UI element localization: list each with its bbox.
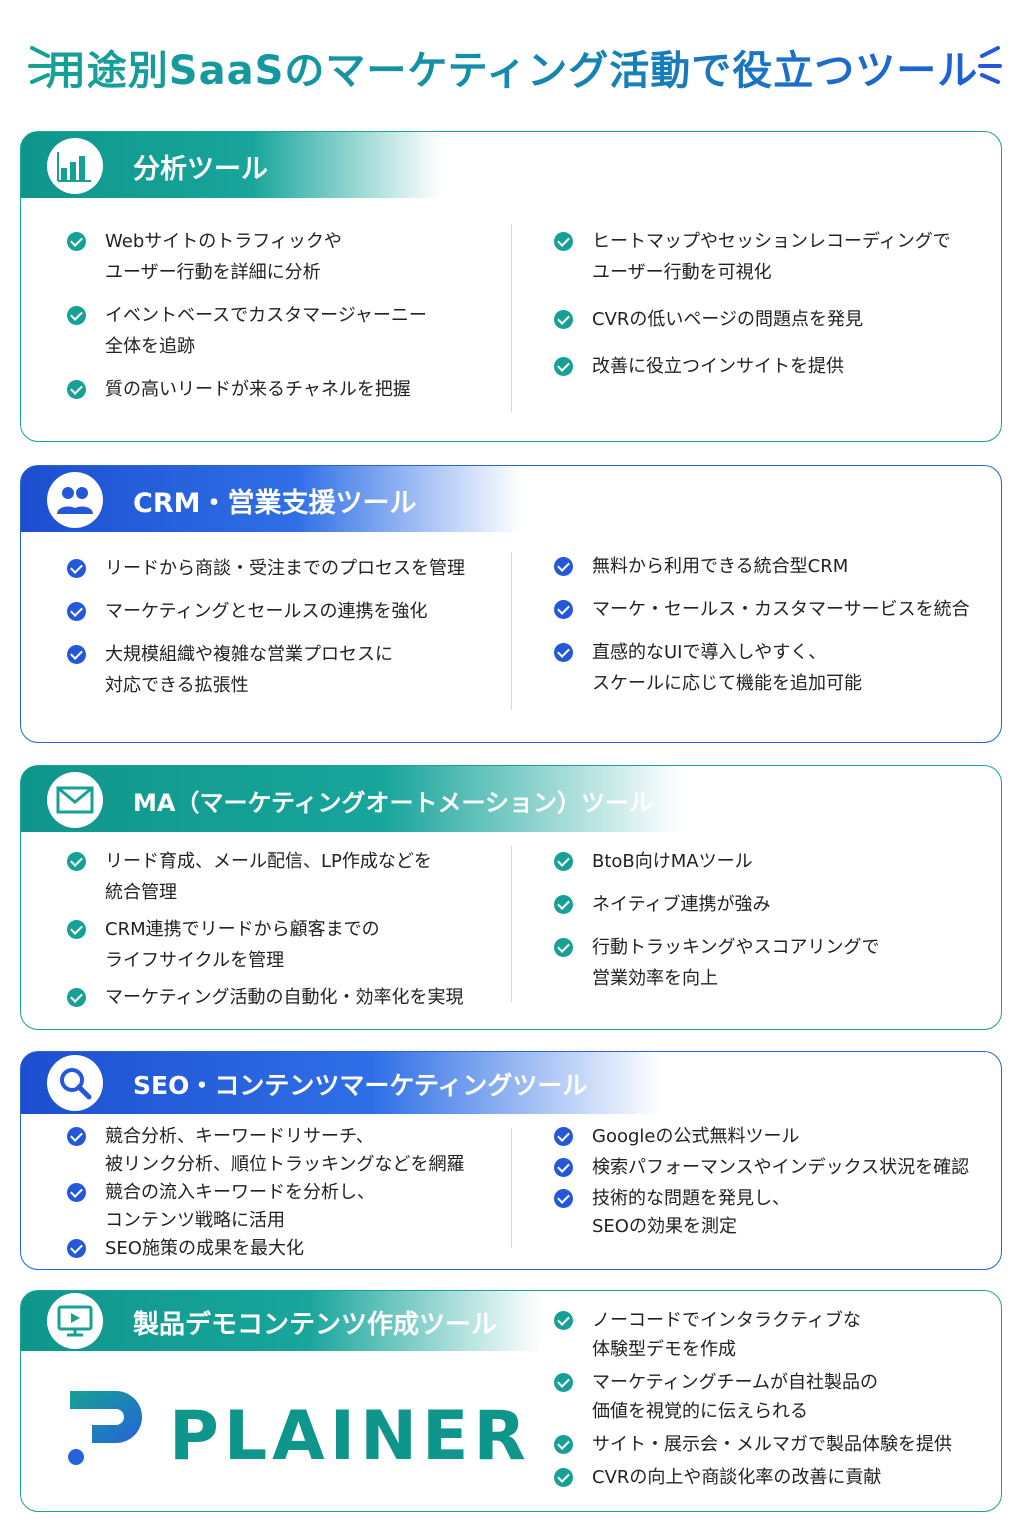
feature-list-left: リードから商談・受注までのプロセスを管理 マーケティングとセールスの連携を強化 … [67,553,507,701]
list-item: Googleの公式無料ツール [554,1123,999,1151]
list-item: CRM連携でリードから顧客までの ライフサイクルを管理 [67,914,512,976]
sparkle-left-icon [28,46,52,84]
feature-list-right: BtoB向けMAツール ネイティブ連携が強み 行動トラッキングやスコアリングで … [554,846,994,994]
list-item: 競合分析、キーワードリサーチ、 被リンク分析、順位トラッキングなどを網羅 [67,1123,517,1179]
list-item: Webサイトのトラフィックや ユーザー行動を詳細に分析 [67,226,507,288]
check-icon [554,1311,573,1330]
check-icon [67,306,86,325]
bar-chart-icon [47,138,103,194]
list-item: マーケティングチームが自社製品の 価値を視覚的に伝えられる [554,1368,999,1426]
check-icon [554,1127,573,1146]
section-header: 製品デモコンテンツ作成ツール [21,1291,541,1351]
section-header: SEO・コンテンツマーケティングツール [21,1052,661,1114]
check-icon [67,232,86,251]
monitor-play-icon [47,1293,103,1349]
check-icon [554,643,573,662]
section-header: CRM・営業支援ツール [21,466,521,532]
check-icon [554,232,573,251]
sparkle-right-icon [978,46,1002,84]
list-item: SEO施策の成果を最大化 [67,1235,517,1263]
search-icon [47,1055,103,1111]
plainer-logo-icon [68,1391,142,1465]
page-title: 用途別SaaSのマーケティング活動で役立つツール [45,48,979,94]
list-item: 無料から利用できる統合型CRM [554,551,999,582]
check-icon [554,938,573,957]
section-ma: MA（マーケティングオートメーション）ツール リード育成、メール配信、LP作成な… [20,765,1002,1030]
section-product-demo: 製品デモコンテンツ作成ツール PLAINER ノーコードでインタラクティブな 体… [20,1290,1002,1512]
list-item: リードから商談・受注までのプロセスを管理 [67,553,507,584]
check-icon [67,602,86,621]
mail-icon [47,772,103,828]
list-item: 改善に役立つインサイトを提供 [554,351,994,382]
check-icon [554,1373,573,1392]
section-title: CRM・営業支援ツール [133,488,417,519]
section-header: MA（マーケティングオートメーション）ツール [21,766,681,832]
check-icon [554,557,573,576]
section-title: SEO・コンテンツマーケティングツール [133,1071,588,1100]
users-icon [47,472,103,528]
column-divider [511,846,512,1002]
list-item: ヒートマップやセッションレコーディングで ユーザー行動を可視化 [554,226,994,288]
section-analytics: 分析ツール Webサイトのトラフィックや ユーザー行動を詳細に分析 イベントベー… [20,131,1002,442]
list-item: イベントベースでカスタマージャーニー 全体を追跡 [67,300,507,362]
check-icon [554,1189,573,1208]
check-icon [67,852,86,871]
check-icon [67,1127,86,1146]
check-icon [67,1239,86,1258]
section-title: 製品デモコンテンツ作成ツール [133,1310,498,1340]
list-item: マーケティングとセールスの連携を強化 [67,596,507,627]
list-item: 大規模組織や複雑な営業プロセスに 対応できる拡張性 [67,639,507,701]
section-crm: CRM・営業支援ツール リードから商談・受注までのプロセスを管理 マーケティング… [20,465,1002,743]
check-icon [67,988,86,1007]
list-item: ノーコードでインタラクティブな 体験型デモを作成 [554,1306,999,1364]
check-icon [67,380,86,399]
check-icon [67,1183,86,1202]
list-item: 直感的なUIで導入しやすく、 スケールに応じて機能を追加可能 [554,637,999,699]
list-item: 検索パフォーマンスやインデックス状況を確認 [554,1154,999,1182]
check-icon [67,559,86,578]
list-item: BtoB向けMAツール [554,846,994,877]
feature-list-right: Googleの公式無料ツール 検索パフォーマンスやインデックス状況を確認 技術的… [554,1123,999,1241]
feature-list-right: ヒートマップやセッションレコーディングで ユーザー行動を可視化 CVRの低いペー… [554,226,994,382]
check-icon [554,310,573,329]
column-divider [511,224,512,412]
column-divider [511,552,512,710]
list-item: ネイティブ連携が強み [554,889,994,920]
list-item: CVRの低いページの問題点を発見 [554,304,994,335]
list-item: サイト・展示会・メルマガで製品体験を提供 [554,1430,999,1459]
check-icon [554,357,573,376]
feature-list-right: ノーコードでインタラクティブな 体験型デモを作成 マーケティングチームが自社製品… [554,1306,999,1492]
list-item: 技術的な問題を発見し、 SEOの効果を測定 [554,1185,999,1241]
feature-list-left: Webサイトのトラフィックや ユーザー行動を詳細に分析 イベントベースでカスタマ… [67,226,507,405]
check-icon [554,1158,573,1177]
check-icon [554,895,573,914]
feature-list-right: 無料から利用できる統合型CRM マーケ・セールス・カスタマーサービスを統合 直感… [554,551,999,699]
section-title: MA（マーケティングオートメーション）ツール [133,789,654,817]
list-item: 質の高いリードが来るチャネルを把握 [67,374,507,405]
plainer-logo-text: PLAINER [169,1397,531,1476]
list-item: CVRの向上や商談化率の改善に貢献 [554,1463,999,1492]
column-divider [511,1128,512,1248]
check-icon [554,852,573,871]
check-icon [67,920,86,939]
list-item: 行動トラッキングやスコアリングで 営業効率を向上 [554,932,994,994]
check-icon [554,1435,573,1454]
check-icon [67,645,86,664]
section-seo: SEO・コンテンツマーケティングツール 競合分析、キーワードリサーチ、 被リンク… [20,1051,1002,1270]
section-header: 分析ツール [21,132,441,198]
feature-list-left: 競合分析、キーワードリサーチ、 被リンク分析、順位トラッキングなどを網羅 競合の… [67,1123,517,1263]
list-item: 競合の流入キーワードを分析し、 コンテンツ戦略に活用 [67,1179,517,1235]
list-item: リード育成、メール配信、LP作成などを 統合管理 [67,846,512,908]
feature-list-left: リード育成、メール配信、LP作成などを 統合管理 CRM連携でリードから顧客まで… [67,846,512,1013]
list-item: マーケティング活動の自動化・効率化を実現 [67,982,512,1013]
check-icon [554,1468,573,1487]
check-icon [554,600,573,619]
list-item: マーケ・セールス・カスタマーサービスを統合 [554,594,999,625]
section-title: 分析ツール [133,154,268,185]
